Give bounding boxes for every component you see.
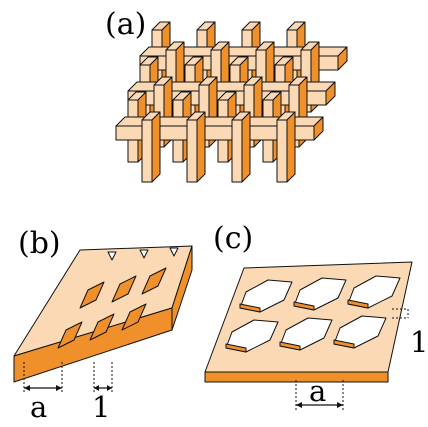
lattice-hole-edge-3 bbox=[225, 343, 247, 353]
lattice-front-edge bbox=[204, 371, 389, 383]
panel-b-label: (b) bbox=[18, 226, 61, 261]
panel-c-dimension-a: a bbox=[295, 374, 344, 410]
lattice-hole-edge-4 bbox=[279, 341, 301, 351]
beam-vertical-front-2-1-side bbox=[196, 111, 206, 183]
panel-b-spacing-label: a bbox=[30, 390, 47, 424]
beam-vertical-front-2-0-front bbox=[141, 119, 153, 183]
slab-hole-1 bbox=[111, 275, 137, 303]
beam-vertical-front-2-1-front bbox=[186, 119, 198, 183]
slab-hole-3 bbox=[57, 321, 83, 349]
lattice-hole-edge-5 bbox=[333, 339, 355, 349]
panel-c-dimension-thickness: 1 bbox=[392, 308, 428, 359]
beam-vertical-front-2-0 bbox=[141, 111, 161, 183]
panel-b-dimension-width: 1 bbox=[92, 362, 113, 424]
lattice-hole-edge-1 bbox=[293, 301, 315, 311]
lattice-hole-edge-0 bbox=[239, 303, 261, 313]
slab-hole-0 bbox=[79, 281, 105, 309]
beam-vertical-front-2-0-side bbox=[151, 111, 161, 183]
panel-a-label: (a) bbox=[105, 7, 146, 42]
panel-b-dimension-a: a bbox=[23, 362, 63, 424]
beam-vertical-front-2-2-front bbox=[231, 119, 243, 183]
panel-a-structure bbox=[115, 21, 348, 183]
slab-right-edge bbox=[171, 245, 193, 331]
slab-notch-0 bbox=[107, 251, 117, 261]
beam-vertical-front-2-3-front bbox=[276, 119, 288, 183]
panel-c-spacing-label: a bbox=[309, 374, 326, 408]
slab-hole-2 bbox=[141, 267, 167, 295]
slab-notch-1 bbox=[139, 249, 149, 259]
panel-c: (c) a 1 bbox=[204, 221, 428, 410]
panel-b-slab bbox=[13, 245, 193, 383]
panel-b-width-label: 1 bbox=[92, 390, 110, 424]
panel-c-lattice bbox=[204, 261, 413, 383]
beam-vertical-front-2-2 bbox=[231, 111, 251, 183]
beam-vertical-front-2-3 bbox=[276, 111, 296, 183]
beam-vertical-front-2-2-side bbox=[241, 111, 251, 183]
slab-hole-4 bbox=[89, 313, 115, 341]
beam-vertical-front-2-3-side bbox=[286, 111, 296, 183]
slab-hole-5 bbox=[121, 303, 147, 331]
panel-c-label: (c) bbox=[213, 221, 253, 256]
panel-b: (b) a 1 bbox=[13, 226, 193, 424]
beam-vertical-front-2-1 bbox=[186, 111, 206, 183]
slab-notch-2 bbox=[169, 247, 179, 257]
panel-a: (a) bbox=[105, 7, 348, 183]
lattice-hole-edge-2 bbox=[347, 299, 369, 309]
panel-c-thickness-label: 1 bbox=[410, 325, 428, 359]
